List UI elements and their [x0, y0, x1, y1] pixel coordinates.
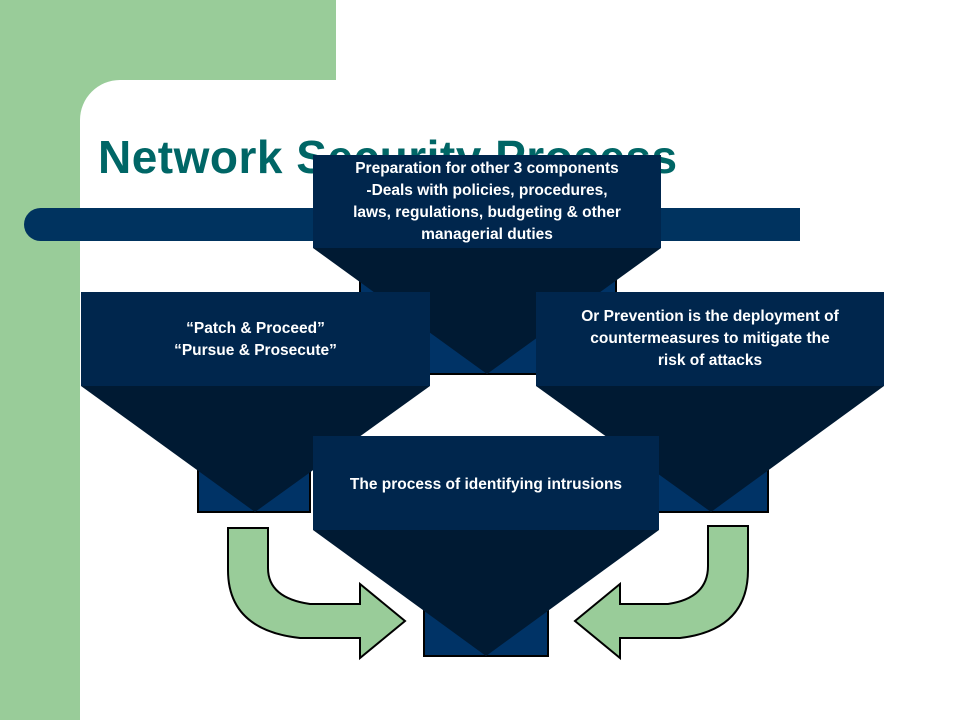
content-area-top: [200, 80, 960, 120]
top-box-text: Preparation for other 3 components -Deal…: [313, 158, 661, 246]
left-curved-arrow: [227, 527, 407, 661]
top-funnel-box: [313, 155, 661, 248]
right-box-text: Or Prevention is the deployment of count…: [536, 306, 884, 372]
left-funnel-box: [81, 292, 430, 386]
left-funnel-point: [81, 386, 430, 512]
left-box-text: “Patch & Proceed” “Pursue & Prosecute”: [81, 318, 430, 362]
right-box-line-1: Or Prevention is the deployment of: [581, 308, 839, 325]
top-box-line-3: laws, regulations, budgeting & other: [353, 204, 621, 221]
bottom-box-line-1: The process of identifying intrusions: [349, 476, 623, 493]
left-box-line-2: “Pursue & Prosecute”: [174, 342, 337, 359]
bottom-funnel-box: [313, 436, 659, 530]
top-box-line-2: -Deals with policies, procedures,: [366, 182, 608, 199]
top-box-line-4: managerial duties: [421, 226, 553, 243]
right-funnel-box: [536, 292, 884, 386]
top-funnel-point: [313, 248, 661, 374]
left-accent-bar: [0, 0, 80, 720]
right-box-line-2: countermeasures to mitigate the: [590, 330, 830, 347]
left-box-line-1: “Patch & Proceed”: [186, 320, 325, 337]
top-box-line-1: Preparation for other 3 components: [355, 160, 619, 177]
bottom-box-text: The process of identifying intrusions: [313, 474, 659, 496]
right-funnel-point: [536, 386, 884, 512]
right-curved-arrow: [573, 525, 749, 661]
right-box-line-3: risk of attacks: [657, 352, 763, 369]
bottom-funnel-point: [313, 530, 659, 656]
